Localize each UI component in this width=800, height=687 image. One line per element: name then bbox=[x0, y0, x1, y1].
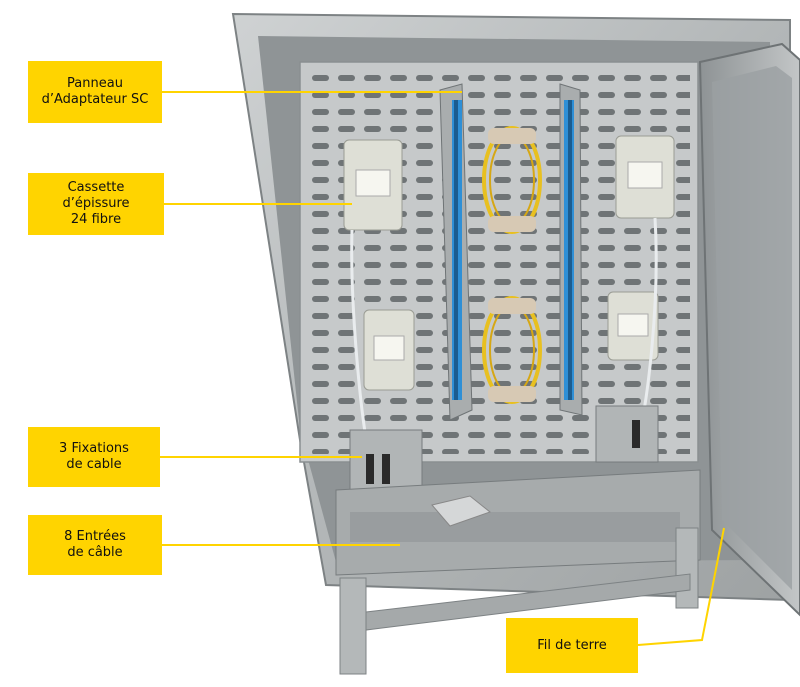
label-cable-fixations: 3 Fixations de cable bbox=[28, 427, 160, 487]
splice-cassette-4 bbox=[607, 291, 659, 361]
label-cable-entries: 8 Entrées de câble bbox=[28, 515, 162, 575]
label-splice-cassette: Cassette d’épissure 24 fibre bbox=[28, 173, 164, 235]
leader-lines bbox=[160, 91, 725, 646]
label-adapter-panel: Panneau d’Adaptateur SC bbox=[28, 61, 162, 123]
sc-adapter-panel-left bbox=[439, 83, 473, 421]
door-inner-panel bbox=[712, 66, 792, 590]
sc-adapter-panel-right bbox=[559, 83, 583, 416]
fiber-loop-top bbox=[482, 126, 542, 234]
leader-terre bbox=[637, 527, 725, 646]
splice-cassette-3 bbox=[615, 135, 675, 219]
splice-cassette-1 bbox=[343, 139, 403, 231]
cable-entry-strip bbox=[350, 512, 680, 542]
label-ground-wire: Fil de terre bbox=[506, 618, 638, 673]
splice-cassette-2 bbox=[363, 309, 415, 391]
fiber-loop-bottom bbox=[482, 296, 542, 404]
loose-bag bbox=[431, 495, 492, 527]
cabinet-stand bbox=[339, 527, 699, 675]
cable-clamp-plate-right bbox=[595, 405, 659, 463]
cable-clamp-plate-left bbox=[349, 429, 423, 493]
